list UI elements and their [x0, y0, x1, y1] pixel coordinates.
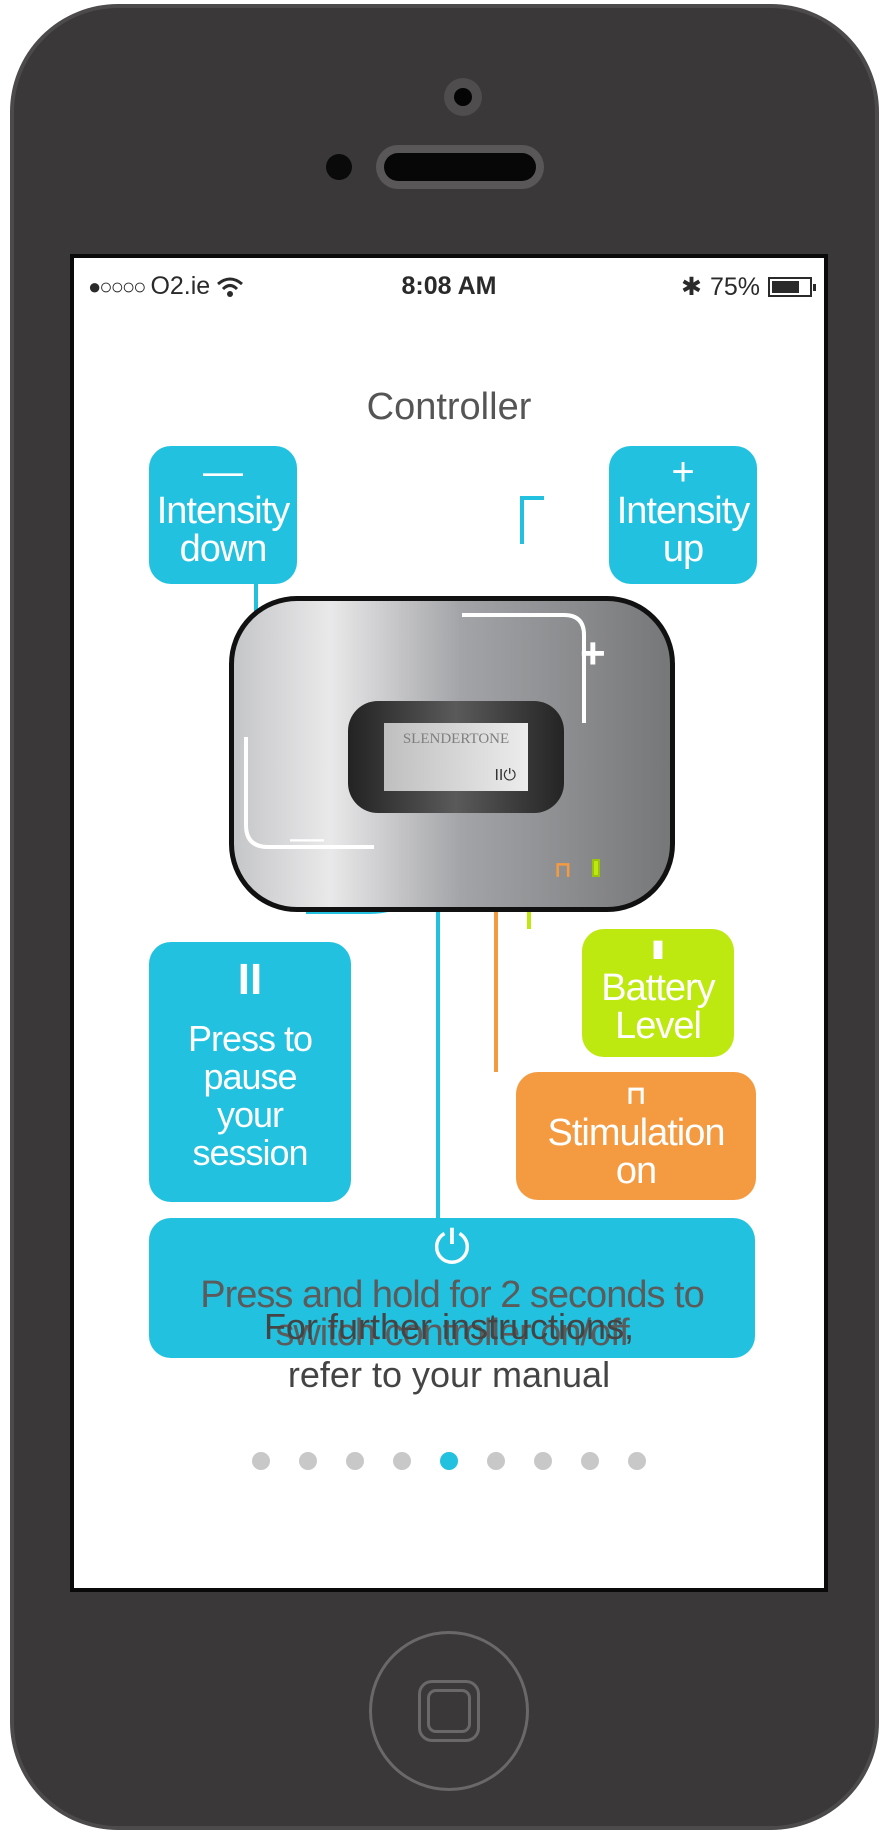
battery-percent: 75% — [709, 272, 760, 301]
earpiece-speaker — [376, 145, 544, 189]
device-label-plate: SLENDERTONE II⏻ — [384, 723, 528, 791]
page-dot[interactable] — [534, 1452, 552, 1470]
minus-icon: — — [203, 450, 243, 494]
page-indicator[interactable] — [74, 1452, 824, 1470]
home-button[interactable] — [369, 1631, 529, 1791]
device-pause-power-symbols: II⏻ — [494, 767, 516, 784]
device-display-panel: SLENDERTONE II⏻ — [348, 701, 564, 813]
pause-label-3: your — [216, 1094, 284, 1135]
stimulation-callout: ⊓ Stimulation on — [516, 1072, 756, 1200]
device-highlights — [244, 613, 586, 849]
carrier-name: O2.ie — [150, 272, 211, 300]
intensity-up-callout: + Intensity up — [609, 446, 757, 584]
pause-label-2: pause — [203, 1056, 297, 1097]
page-dot[interactable] — [393, 1452, 411, 1470]
intensity-down-callout: — Intensity down — [149, 446, 297, 584]
device-plus-icon: + — [580, 629, 606, 678]
page-dot[interactable] — [628, 1452, 646, 1470]
home-square-icon — [418, 1680, 480, 1742]
front-camera — [444, 78, 482, 116]
controller-device: SLENDERTONE II⏻ + — ⊓ — [229, 596, 675, 912]
footer-line-2: refer to your manual — [287, 1354, 611, 1395]
battery-label-2: Level — [615, 1005, 702, 1047]
signal-strength-icon: ●○○○○ — [88, 273, 146, 299]
power-label-2: switch controller on/off — [275, 1312, 629, 1354]
status-bar: ●○○○○ O2.ie 8:08 AM ✱ 75% — [74, 258, 824, 302]
intensity-up-label-2: up — [662, 528, 704, 570]
page-dot[interactable] — [581, 1452, 599, 1470]
stimulation-label-1: Stimulation — [547, 1112, 726, 1154]
battery-fill — [772, 281, 799, 293]
page-title: Controller — [366, 386, 532, 428]
power-label-1: Press and hold for 2 seconds to — [200, 1274, 704, 1316]
battery-icon — [768, 277, 816, 297]
power-icon: ⏻ — [433, 1221, 471, 1273]
device-minus-icon: — — [290, 819, 324, 857]
stimulation-label-2: on — [615, 1150, 657, 1192]
intensity-down-label-1: Intensity — [156, 490, 291, 532]
pause-icon: II — [237, 955, 263, 1004]
screen: ●○○○○ O2.ie 8:08 AM ✱ 75% Controller — [70, 254, 828, 1592]
footer-instructions: For further instructions, refer to your … — [74, 1303, 824, 1399]
battery-icon: ▮ — [651, 935, 665, 962]
pause-callout: II Press to pause your session — [149, 942, 351, 1202]
battery-level-callout: ▮ Battery Level — [582, 929, 734, 1057]
page-dot[interactable] — [346, 1452, 364, 1470]
power-callout: ⏻ Press and hold for 2 seconds to switch… — [149, 1218, 755, 1358]
plus-icon: + — [671, 450, 695, 494]
bluetooth-icon: ✱ — [681, 273, 702, 301]
battery-label-1: Battery — [601, 967, 715, 1009]
intensity-down-label-2: down — [179, 528, 268, 570]
device-battery-indicator-icon — [592, 859, 600, 877]
proximity-sensor — [326, 154, 352, 180]
pause-label-1: Press to — [187, 1018, 313, 1059]
pause-label-4: session — [192, 1132, 308, 1173]
device-pulse-indicator-icon: ⊓ — [554, 857, 572, 882]
page-dot[interactable] — [299, 1452, 317, 1470]
page-dot[interactable] — [252, 1452, 270, 1470]
page-dot[interactable] — [440, 1452, 458, 1470]
brand-logo: SLENDERTONE — [402, 731, 510, 747]
pulse-icon: ⊓ — [625, 1080, 647, 1110]
footer-line-1: For further instructions, — [263, 1306, 635, 1347]
wifi-icon — [217, 277, 244, 297]
page-dot[interactable] — [487, 1452, 505, 1470]
intensity-up-label-1: Intensity — [616, 490, 751, 532]
status-time: 8:08 AM — [401, 272, 497, 300]
